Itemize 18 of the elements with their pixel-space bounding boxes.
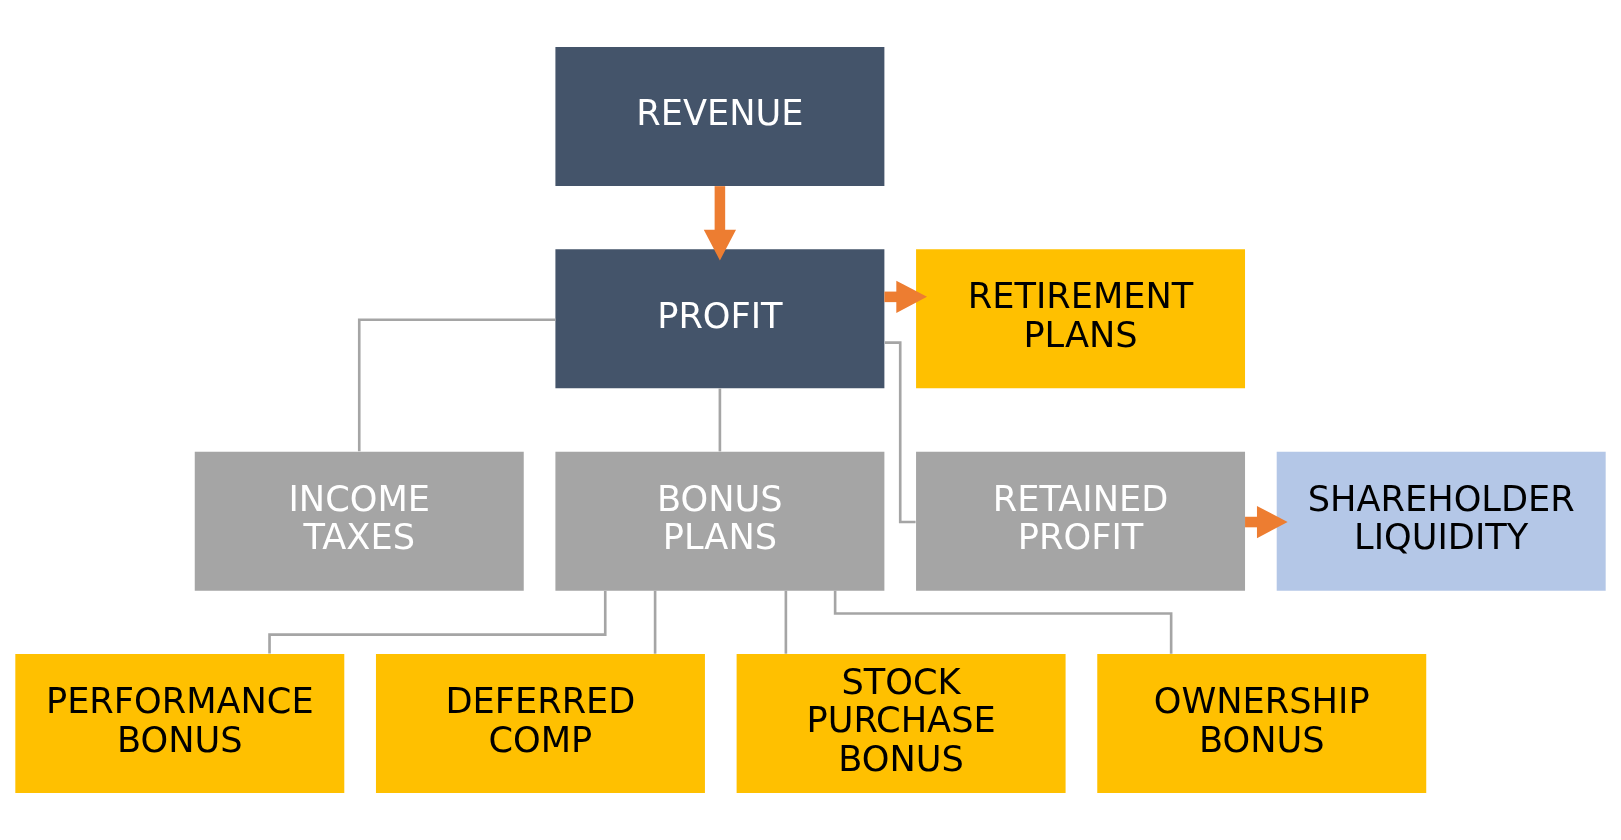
connector (268, 591, 607, 654)
connector (653, 590, 657, 654)
node-box: RETIREMENT PLANS (916, 249, 1246, 389)
node-box: DEFERRED COMP (375, 654, 705, 793)
connector (884, 341, 916, 524)
node-box: PROFIT (555, 249, 885, 389)
arrow (703, 186, 737, 261)
node-box: REVENUE (555, 47, 885, 186)
node-box: SHAREHOLDER LIQUIDITY (1276, 451, 1606, 591)
connector (718, 388, 722, 452)
node-box: PERFORMANCE BONUS (15, 654, 345, 793)
node-box: OWNERSHIP BONUS (1097, 654, 1427, 793)
node-box: INCOME TAXES (194, 451, 524, 591)
connector (357, 318, 556, 452)
node-box: RETAINED PROFIT (916, 451, 1246, 591)
node-box: STOCK PURCHASE BONUS (736, 654, 1066, 793)
node-box: BONUS PLANS (555, 451, 885, 591)
connector (784, 590, 788, 654)
